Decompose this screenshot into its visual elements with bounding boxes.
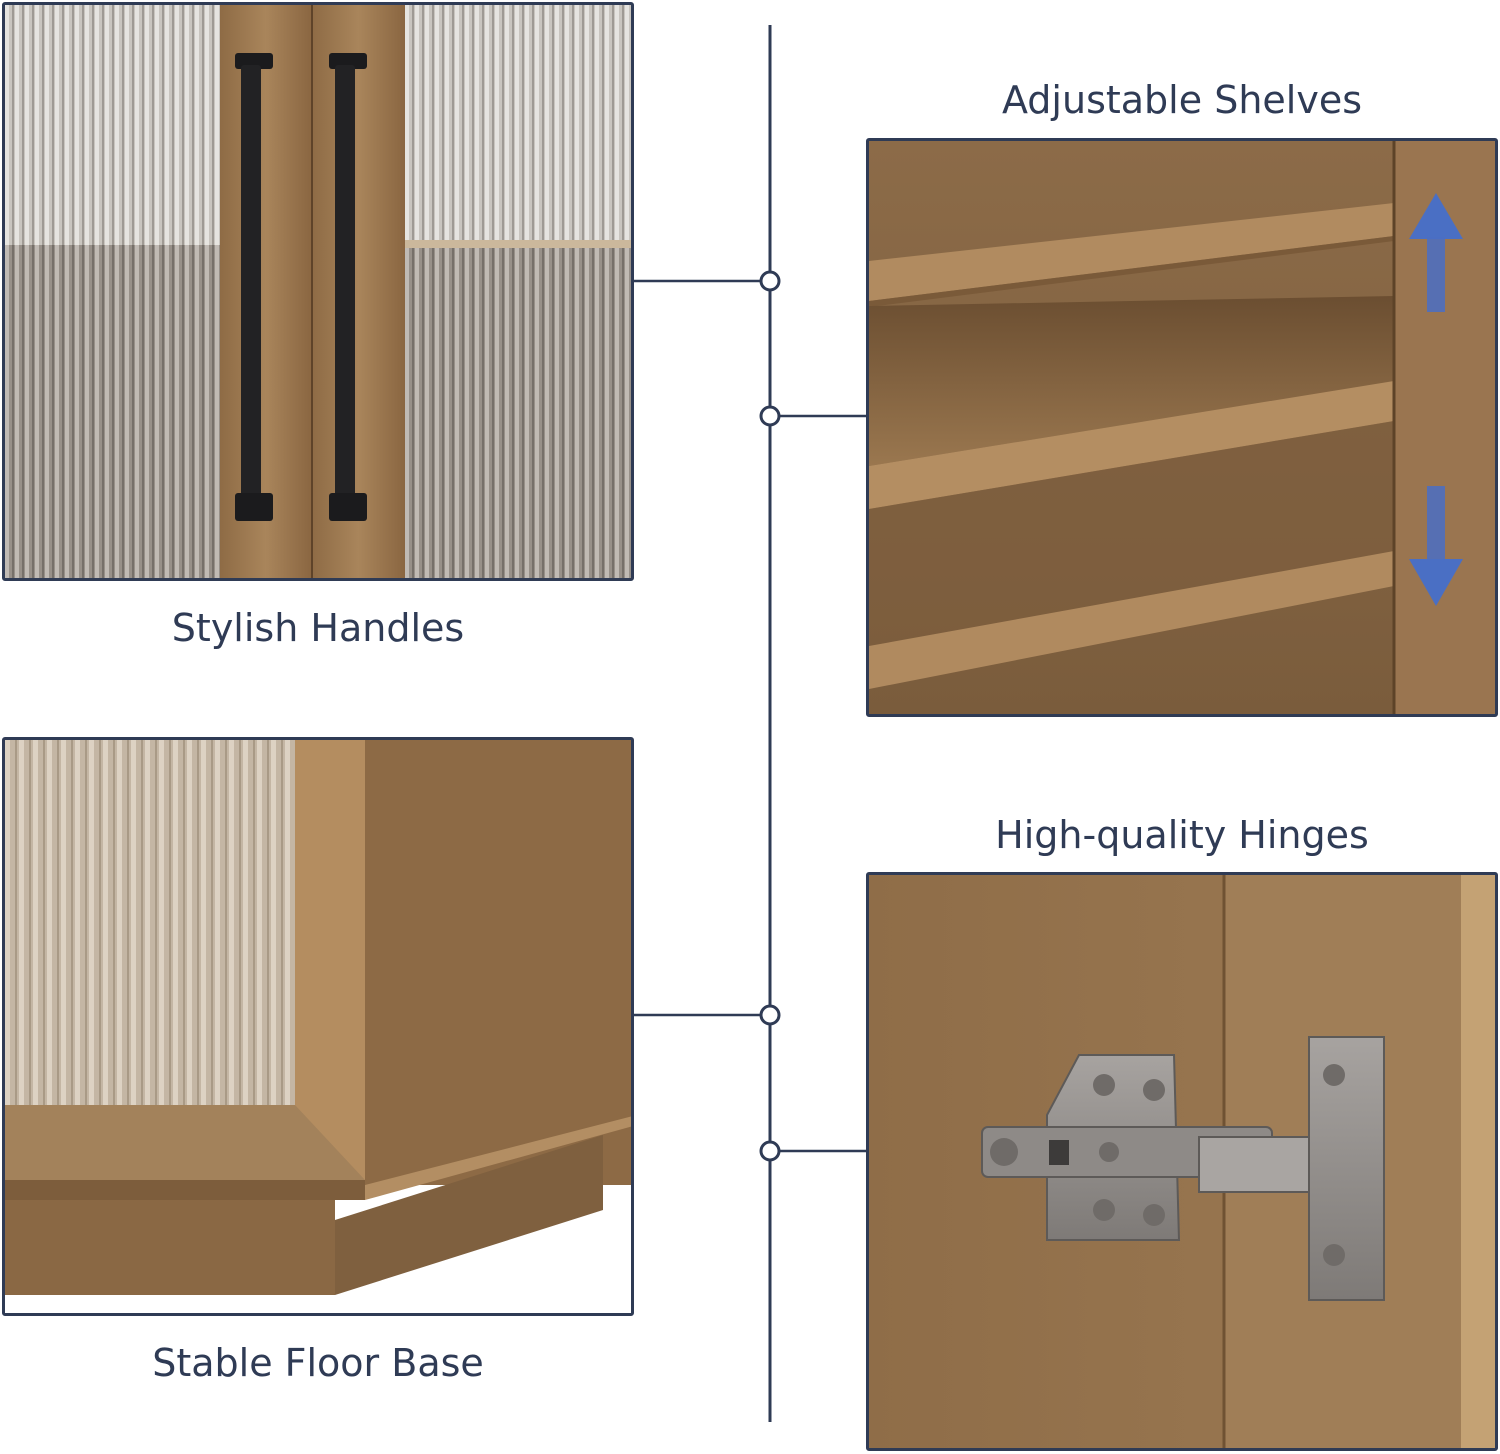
connector-dot-base bbox=[759, 1004, 781, 1026]
black-handle-left-icon bbox=[235, 53, 273, 521]
connector-dot-shelves bbox=[759, 405, 781, 427]
shelves-caption: Adjustable Shelves bbox=[1001, 78, 1363, 122]
hinges-illustration bbox=[869, 875, 1495, 1448]
black-handle-right-icon bbox=[329, 53, 367, 521]
hinges-caption: High-quality Hinges bbox=[995, 813, 1369, 857]
connector-dot-hinges bbox=[759, 1140, 781, 1162]
arrow-down-icon bbox=[1409, 486, 1463, 606]
hinges-panel bbox=[866, 872, 1498, 1451]
arrow-up-icon bbox=[1409, 193, 1463, 312]
cabinet-hinge-icon bbox=[981, 1036, 1385, 1301]
base-panel bbox=[2, 737, 634, 1316]
handles-panel bbox=[2, 2, 634, 581]
shelves-panel bbox=[866, 138, 1498, 717]
shelves-illustration bbox=[869, 141, 1495, 714]
connector-dot-handles bbox=[759, 270, 781, 292]
base-caption: Stable Floor Base bbox=[152, 1341, 484, 1385]
handles-illustration bbox=[5, 5, 631, 578]
base-illustration bbox=[5, 740, 631, 1313]
handles-caption: Stylish Handles bbox=[171, 606, 465, 650]
